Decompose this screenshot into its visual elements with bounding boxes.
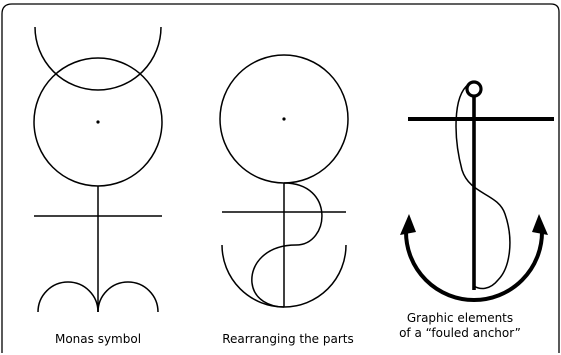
caption-rearranging-parts: Rearranging the parts xyxy=(206,332,370,347)
monas-left-arc xyxy=(38,282,98,312)
monas-right-arc xyxy=(98,282,158,312)
anchor-left-fluke-arrow xyxy=(400,214,416,235)
monas-symbol xyxy=(34,27,162,312)
anchor-right-fluke-arrow xyxy=(532,214,548,235)
fouled-anchor xyxy=(406,82,554,300)
rearranged-symbol xyxy=(220,55,348,307)
caption-fouled-anchor-line2: of a “fouled anchor” xyxy=(392,326,528,341)
anchor-ring xyxy=(467,82,481,96)
caption-fouled-anchor: Graphic elements of a “fouled anchor” xyxy=(392,311,528,341)
caption-monas-symbol: Monas symbol xyxy=(34,332,162,347)
caption-fouled-anchor-line1: Graphic elements xyxy=(392,311,528,326)
rearranged-center-dot xyxy=(282,117,285,120)
monas-center-dot xyxy=(96,120,99,123)
rearranged-s-curve xyxy=(252,183,322,307)
anchor-rope xyxy=(456,84,510,288)
